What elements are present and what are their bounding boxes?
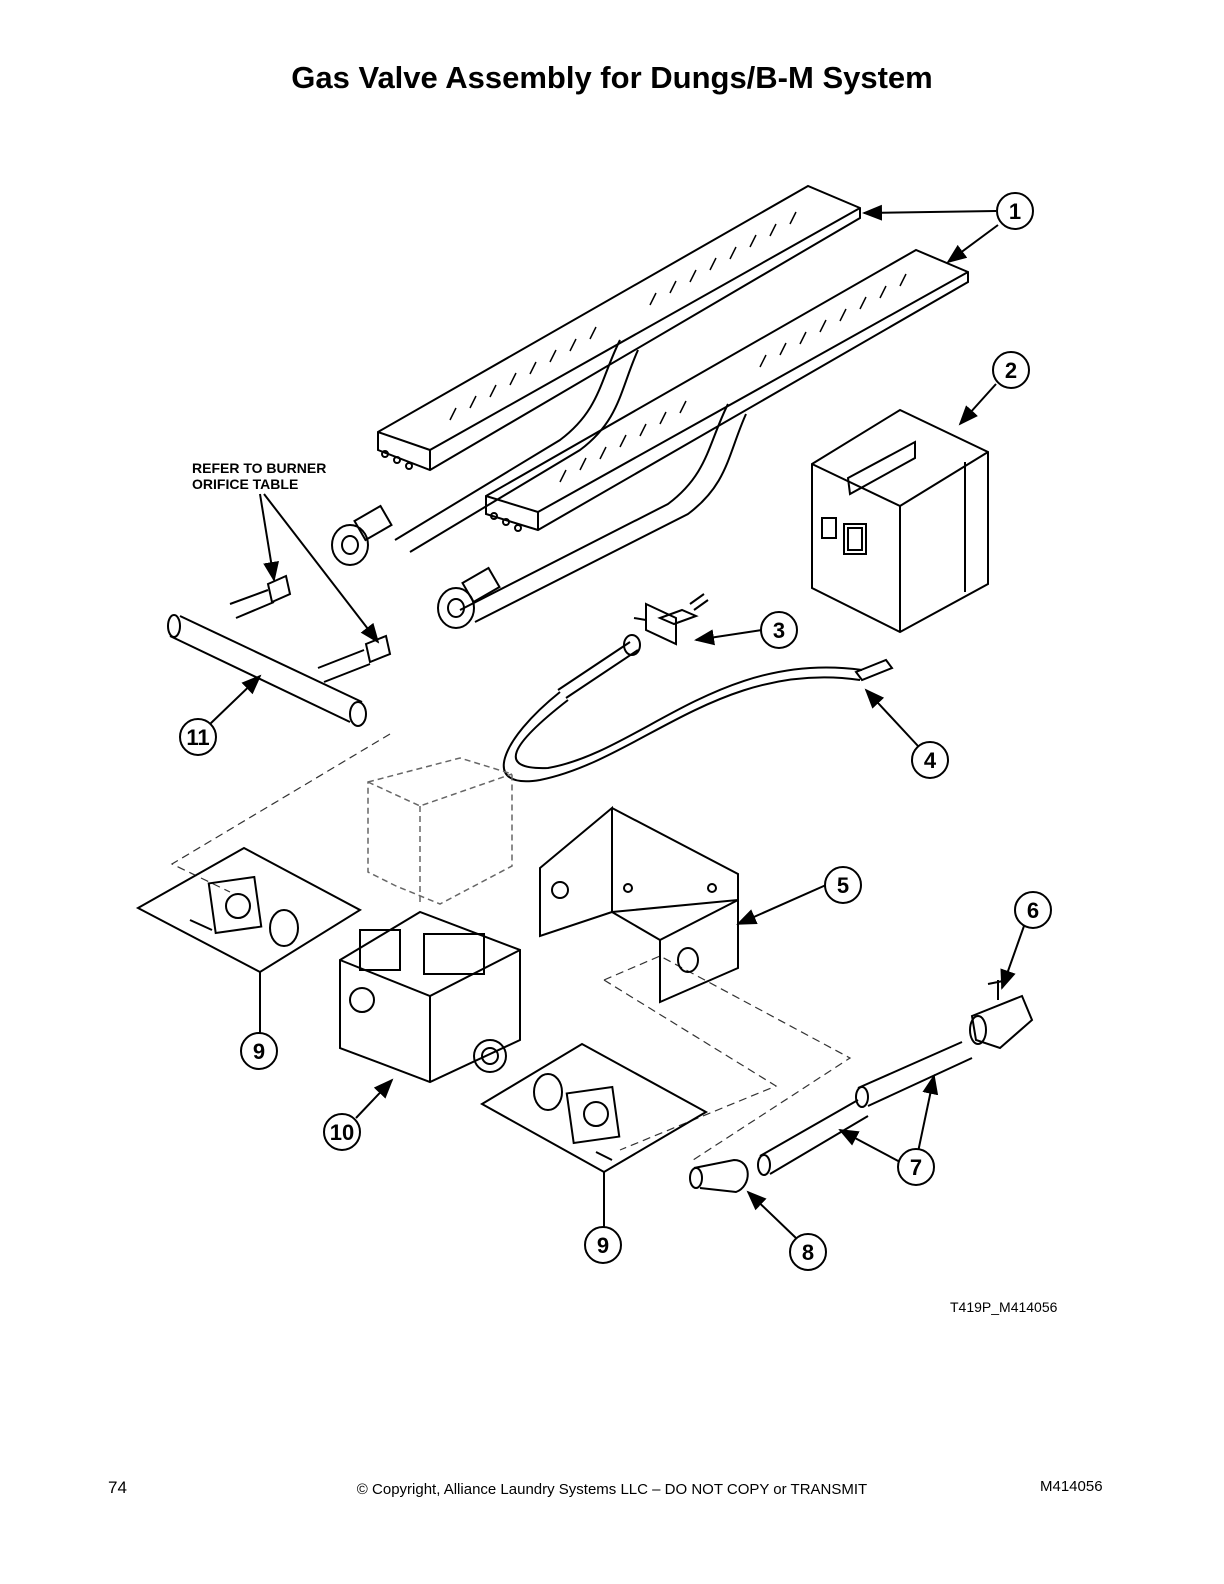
flange-kit-left: [135, 846, 363, 974]
callout-7-label: 7: [910, 1155, 922, 1180]
pipe-nipples: [757, 1041, 973, 1176]
page-title: Gas Valve Assembly for Dungs/B-M System: [291, 60, 933, 95]
gas-valve: [339, 910, 521, 1084]
document-number: M414056: [1040, 1478, 1103, 1495]
ghost-relay-outline: [367, 757, 513, 905]
leader-arrows: [209, 204, 1025, 1239]
orifice-table-note: REFER TO BURNER ORIFICE TABLE: [192, 460, 326, 492]
note-line-1: REFER TO BURNER: [192, 460, 327, 476]
callout-5-label: 5: [837, 873, 849, 898]
callout-9-right: 9: [584, 1226, 622, 1264]
callout-1-label: 1: [1009, 199, 1021, 224]
ignition-cable: [502, 634, 894, 783]
callout-2-label: 2: [1005, 358, 1017, 383]
callout-3: 3: [760, 611, 798, 649]
valve-bracket: [539, 805, 739, 1004]
burner-lower-ports: [559, 273, 907, 483]
callout-8: 8: [789, 1233, 827, 1271]
callout-9-left: 9: [240, 1032, 278, 1070]
igniter: [633, 593, 709, 646]
ignition-control-box: [811, 408, 989, 634]
copyright-notice: © Copyright, Alliance Laundry Systems LL…: [356, 1481, 868, 1498]
callout-6-label: 6: [1027, 898, 1039, 923]
callout-4: 4: [911, 741, 949, 779]
callout-4-label: 4: [924, 748, 937, 773]
burner-upper-ports: [449, 211, 797, 421]
callout-11-label: 11: [186, 725, 209, 750]
callout-5: 5: [824, 866, 862, 904]
callout-11: 11: [179, 718, 217, 756]
callout-9-right-label: 9: [597, 1233, 609, 1258]
flange-kit-right: [480, 1042, 709, 1174]
page-number: 74: [108, 1478, 127, 1497]
callout-2: 2: [992, 351, 1030, 389]
note-line-2: ORIFICE TABLE: [192, 476, 299, 492]
callout-6: 6: [1014, 891, 1052, 929]
manifold-pipe: [167, 574, 392, 727]
pipe-elbow: [689, 1158, 749, 1194]
shutoff-valve: [969, 979, 1034, 1050]
callout-7: 7: [897, 1148, 935, 1186]
callout-8-label: 8: [802, 1240, 814, 1265]
callout-10-label: 10: [330, 1120, 354, 1145]
callout-1: 1: [996, 192, 1034, 230]
drawing-reference: T419P_M414056: [950, 1299, 1058, 1315]
callout-3-label: 3: [773, 618, 785, 643]
callout-9-left-label: 9: [253, 1039, 265, 1064]
assembly-dashed-lines: [170, 733, 852, 1163]
burner-upper: [331, 184, 861, 566]
callout-10: 10: [323, 1113, 361, 1151]
burner-lower: [437, 248, 969, 629]
